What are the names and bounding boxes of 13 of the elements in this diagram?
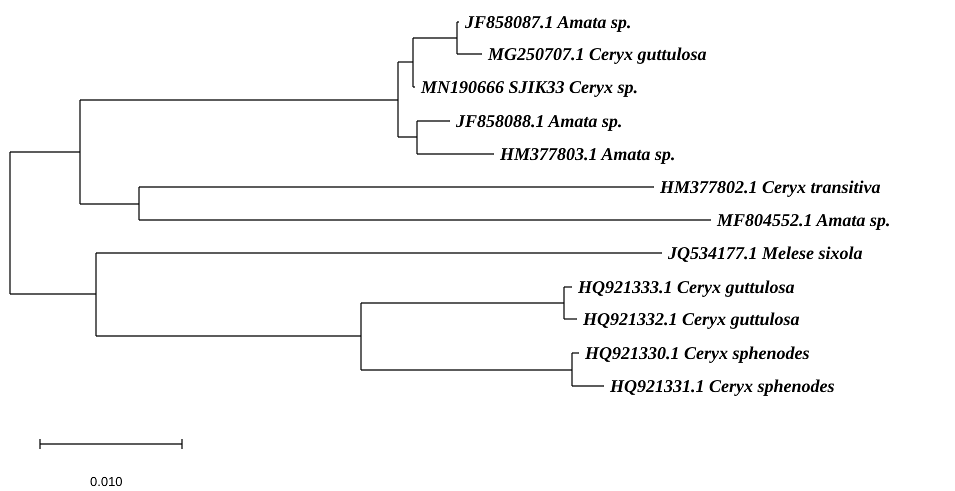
taxon-label: MG250707.1 Ceryx guttulosa [488,43,707,65]
taxon-label: JQ534177.1 Melese sixola [668,242,862,264]
taxon-label: MF804552.1 Amata sp. [717,209,890,231]
taxon-label: MN190666 SJIK33 Ceryx sp. [421,76,638,98]
taxon-label: HQ921331.1 Ceryx sphenodes [610,375,834,397]
scale-value: 0.010 [90,474,123,490]
taxon-label: HM377803.1 Amata sp. [500,143,676,165]
taxon-label: HQ921330.1 Ceryx sphenodes [585,342,810,364]
taxon-label: HQ921332.1 Ceryx guttulosa [583,308,800,330]
taxon-label: JF858087.1 Amata sp. [465,11,632,33]
taxon-label: JF858088.1 Amata sp. [456,110,622,132]
taxon-label: HQ921333.1 Ceryx guttulosa [578,276,795,298]
taxon-label: HM377802.1 Ceryx transitiva [660,176,881,198]
